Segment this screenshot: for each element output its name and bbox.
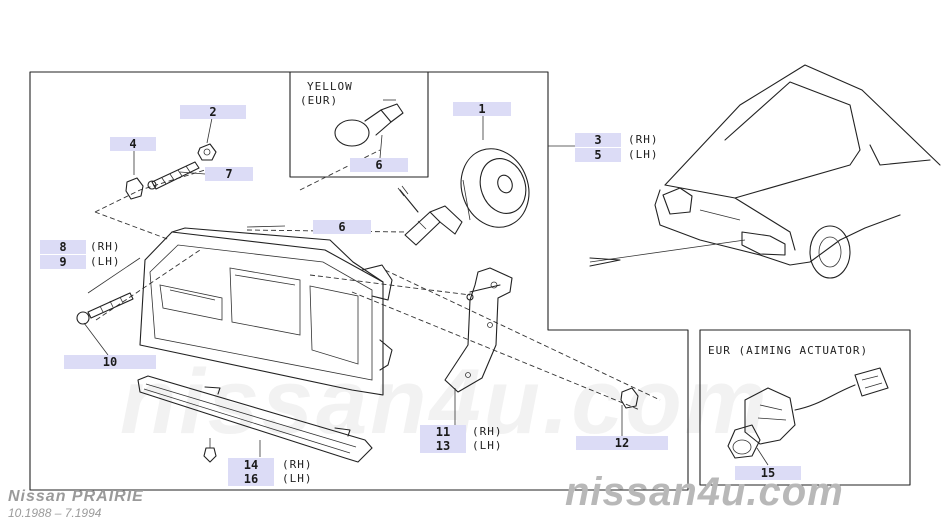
shade-part-1 bbox=[460, 148, 530, 228]
callout-3: 3 bbox=[575, 133, 621, 147]
side-rh-3: (RH) bbox=[628, 133, 659, 146]
screw-part-14-fastener bbox=[203, 438, 217, 463]
yellow-bulb-inset bbox=[334, 99, 404, 147]
actuator-inset-frame bbox=[699, 329, 911, 486]
bulb-inset-subtitle: (EUR) bbox=[300, 94, 339, 107]
callout-8: 8 bbox=[40, 240, 86, 254]
watermark: nissan4u.com bbox=[565, 470, 844, 514]
side-lh-9: (LH) bbox=[90, 255, 121, 268]
bulb-part-6 bbox=[397, 185, 463, 246]
callout-4: 4 bbox=[110, 137, 156, 151]
callout-12: 12 bbox=[576, 436, 668, 450]
grommet-part-4 bbox=[125, 177, 144, 200]
main-frame bbox=[29, 71, 689, 491]
side-rh-8: (RH) bbox=[90, 240, 121, 253]
bulb-inset-title: YELLOW bbox=[307, 80, 353, 93]
callout-2: 2 bbox=[180, 105, 246, 119]
side-lh-5: (LH) bbox=[628, 148, 659, 161]
screw-part-7 bbox=[147, 161, 200, 190]
side-rh-14: (RH) bbox=[282, 458, 313, 471]
callout-6: 6 bbox=[313, 220, 371, 234]
model-years: 10.1988 – 7.1994 bbox=[8, 506, 102, 520]
callout-13: 13 bbox=[420, 439, 466, 453]
nut-part-2 bbox=[197, 143, 217, 161]
bulb-inset-frame bbox=[289, 71, 429, 178]
callout-1: 1 bbox=[453, 102, 511, 116]
aiming-actuator-part-15 bbox=[727, 367, 889, 459]
clip-part-12 bbox=[620, 387, 639, 409]
side-lh-16: (LH) bbox=[282, 472, 313, 485]
finisher-part-14 bbox=[137, 375, 373, 463]
model-name: Nissan PRAIRIE bbox=[8, 488, 144, 505]
callout-16: 16 bbox=[228, 472, 274, 486]
callout-7: 7 bbox=[205, 167, 253, 181]
bolt-part-10 bbox=[76, 292, 134, 325]
callout-10: 10 bbox=[64, 355, 156, 369]
callout-11: 11 bbox=[420, 425, 466, 439]
callout-9: 9 bbox=[40, 255, 86, 269]
callout-15: 15 bbox=[735, 466, 801, 480]
callout-6-inset: 6 bbox=[350, 158, 408, 172]
headlamp-assembly bbox=[139, 227, 393, 396]
actuator-inset-title: EUR (AIMING ACTUATOR) bbox=[708, 344, 869, 357]
callout-14: 14 bbox=[228, 458, 274, 472]
callout-5: 5 bbox=[575, 148, 621, 162]
side-rh-11: (RH) bbox=[472, 425, 503, 438]
vehicle-front-sketch bbox=[589, 64, 941, 279]
side-lh-13: (LH) bbox=[472, 439, 503, 452]
bracket-part-11 bbox=[444, 267, 513, 393]
